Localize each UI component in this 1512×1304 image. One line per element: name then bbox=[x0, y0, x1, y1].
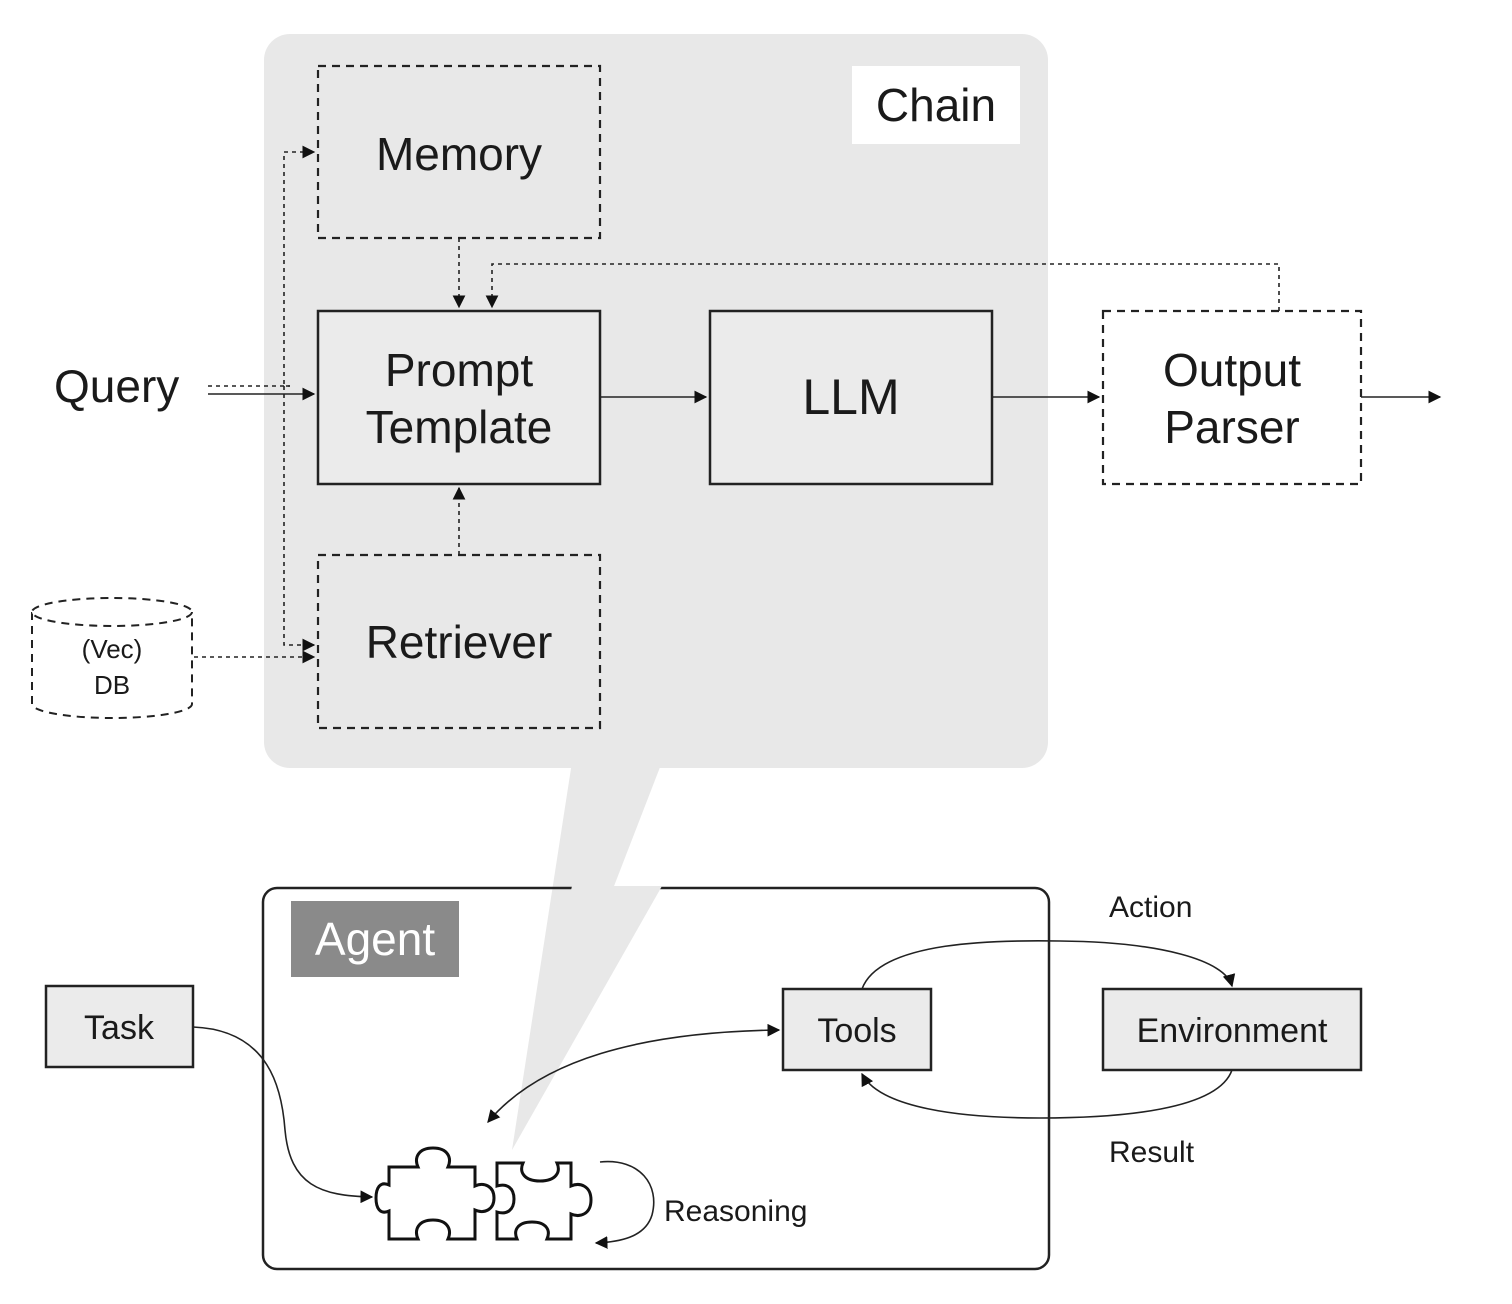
retriever-label: Retriever bbox=[366, 616, 553, 668]
environment-label: Environment bbox=[1137, 1012, 1328, 1050]
environment-box: Environment bbox=[1101, 987, 1363, 1072]
chain-panel bbox=[264, 34, 1048, 1150]
chain-connectors bbox=[194, 145, 1442, 664]
action-label: Action bbox=[1109, 891, 1192, 924]
query-label: Query bbox=[54, 360, 179, 412]
reasoning-label: Reasoning bbox=[664, 1195, 807, 1228]
prompt-template-label-line1: Prompt bbox=[385, 344, 533, 396]
result-label: Result bbox=[1109, 1136, 1195, 1169]
puzzle-icon bbox=[374, 1146, 593, 1241]
task-to-reasoning-arrow bbox=[192, 1026, 374, 1204]
reasoning-tools-arrow bbox=[487, 1023, 781, 1123]
output-parser-label-line2: Parser bbox=[1164, 401, 1299, 453]
output-parser-label-line1: Output bbox=[1163, 344, 1301, 396]
chain-title-text: Chain bbox=[876, 79, 996, 131]
task-box: Task bbox=[44, 984, 195, 1069]
tools-box: Tools bbox=[781, 987, 933, 1072]
tools-label: Tools bbox=[817, 1012, 896, 1050]
vecdb-cylinder: (Vec) DB bbox=[31, 597, 193, 719]
llm-label: LLM bbox=[802, 369, 899, 425]
action-arrow bbox=[861, 939, 1236, 990]
result-arrow bbox=[861, 1069, 1233, 1119]
task-label: Task bbox=[84, 1009, 155, 1047]
query-to-memory-arrow bbox=[283, 145, 316, 387]
output-parser-box: Output Parser bbox=[1101, 309, 1363, 486]
prompt-template-box: Prompt Template bbox=[316, 309, 602, 486]
prompt-template-label-line2: Template bbox=[366, 401, 553, 453]
agent-badge bbox=[291, 901, 459, 977]
chain-title: Chain bbox=[852, 66, 1020, 144]
memory-label: Memory bbox=[376, 128, 542, 180]
vecdb-label-line1: (Vec) bbox=[82, 634, 143, 664]
agent-connectors bbox=[192, 939, 1236, 1249]
query-to-retriever-arrow bbox=[283, 386, 316, 652]
retriever-box: Retriever bbox=[316, 553, 602, 730]
llm-box: LLM bbox=[708, 309, 994, 486]
vecdb-label-line2: DB bbox=[94, 670, 130, 700]
parser-feedback-arrow bbox=[485, 263, 1280, 311]
reasoning-loop-arrow bbox=[594, 1160, 655, 1249]
agent-title: Agent bbox=[315, 913, 435, 965]
